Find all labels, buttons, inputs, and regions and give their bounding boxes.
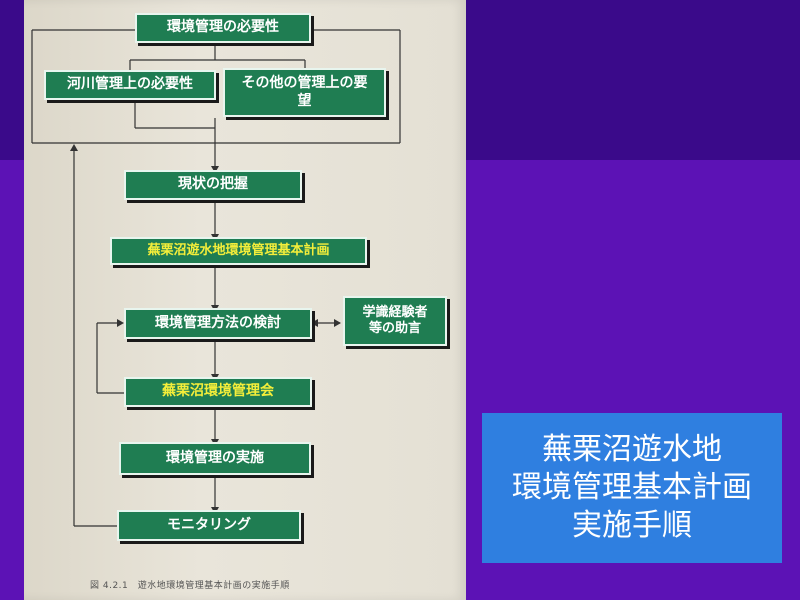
slide-title-line3: 実施手順 <box>572 508 692 543</box>
box-river-management: 河川管理上の必要性 <box>44 70 216 100</box>
slide-title-line2: 環境管理基本計画 <box>512 470 752 505</box>
box-necessity: 環境管理の必要性 <box>135 13 311 43</box>
box-expert-advice: 学識経験者等の助言 <box>343 296 447 346</box>
box-basic-plan: 蕪栗沼遊水地環境管理基本計画 <box>110 237 367 265</box>
box-current-status: 現状の把握 <box>124 170 302 200</box>
arrowhead-advice-left <box>311 319 318 327</box>
arrowhead-loop-top <box>70 144 78 151</box>
box-method-review: 環境管理方法の検討 <box>124 308 312 339</box>
arrowhead-current <box>211 166 219 173</box>
figure-caption: 図 4.2.1 遊水地環境管理基本計画の実施手順 <box>90 581 290 591</box>
arrowhead-advice-right <box>334 319 341 327</box>
slide-title-box: 蕪栗沼遊水地 環境管理基本計画 実施手順 <box>482 413 782 563</box>
box-implementation: 環境管理の実施 <box>119 442 311 475</box>
box-monitoring: モニタリング <box>117 510 301 541</box>
box-council: 蕪栗沼環境管理会 <box>124 377 312 407</box>
slide-title-line1: 蕪栗沼遊水地 <box>542 432 722 467</box>
box-other-requests: その他の管理上の要望 <box>223 68 386 117</box>
arrowhead-loop-method <box>117 319 124 327</box>
